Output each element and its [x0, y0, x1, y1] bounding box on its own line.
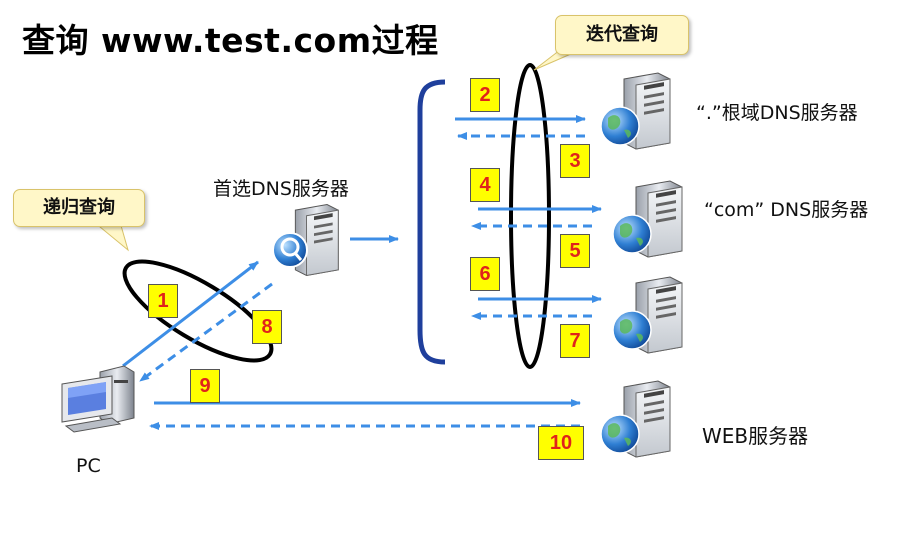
preferred-dns-label: 首选DNS服务器 — [213, 178, 349, 200]
step-6-badge: 6 — [470, 257, 500, 291]
server-globe-icon — [600, 72, 671, 150]
server-globe-icon — [600, 380, 671, 458]
step-8-badge: 8 — [252, 310, 282, 344]
server-globe-icon — [612, 276, 683, 354]
arrow-step-1 — [122, 260, 259, 368]
web-server-label: WEB服务器 — [702, 424, 809, 448]
pc-label: PC — [76, 455, 101, 477]
step-2-badge: 2 — [470, 78, 500, 112]
step-4-badge: 4 — [470, 168, 500, 202]
page-title: 查询 www.test.com过程 — [22, 21, 439, 60]
server-magnifier-icon — [272, 204, 339, 276]
iteration-bracket — [417, 79, 446, 365]
recursive-ellipse — [122, 259, 274, 363]
iterative-query-label: 迭代查询 — [586, 24, 658, 45]
iterative-query-callout: 迭代查询 — [555, 15, 689, 55]
step-5-badge: 5 — [560, 234, 590, 268]
recursive-query-callout: 递归查询 — [13, 189, 145, 227]
server-globe-icon — [612, 180, 683, 258]
step-3-badge: 3 — [560, 144, 590, 178]
recursive-query-label: 递归查询 — [43, 197, 115, 218]
iterative-ellipse — [509, 63, 551, 369]
step-1-badge: 1 — [148, 284, 178, 318]
root-dns-label: “.”根域DNS服务器 — [696, 102, 858, 124]
step-7-badge: 7 — [560, 324, 590, 358]
com-dns-label: “com” DNS服务器 — [704, 199, 869, 221]
step-10-badge: 10 — [538, 426, 584, 460]
step-9-badge: 9 — [190, 369, 220, 403]
desktop-computer-icon — [61, 365, 135, 433]
arrow-step-8 — [139, 282, 273, 383]
